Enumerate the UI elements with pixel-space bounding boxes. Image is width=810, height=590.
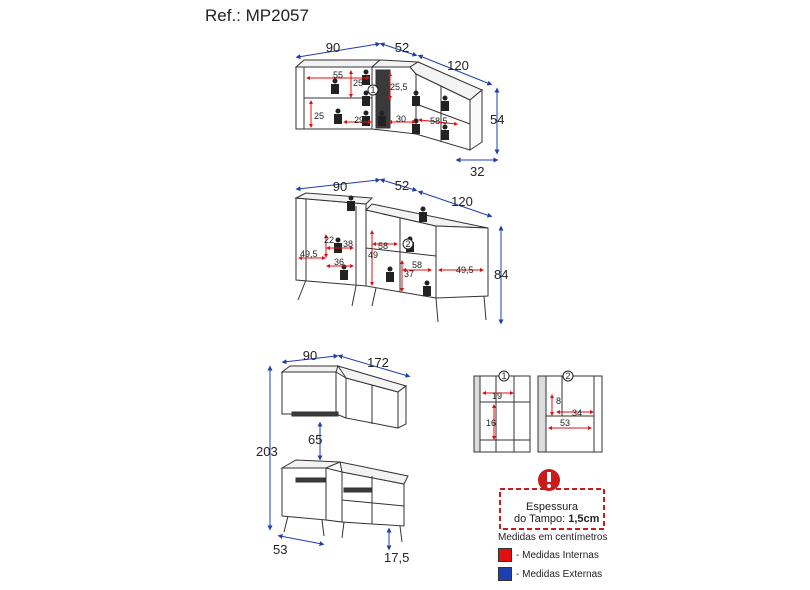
bottom-gap: 65: [308, 432, 322, 447]
legend-internal-label: - Medidas Internas: [516, 549, 599, 561]
red-swatch: [498, 548, 512, 562]
detail-1-dimensions: [482, 391, 514, 440]
top-height: 54: [490, 112, 504, 127]
mid-int-58a: 58: [378, 241, 388, 251]
top-int-30: 30: [396, 114, 406, 124]
top-width-1: 90: [326, 40, 340, 55]
tabletop-thickness-warning: Espessura do Tampo: 1,5cm: [499, 469, 605, 530]
blue-swatch: [498, 567, 512, 581]
bottom-leg-height: 17,5: [384, 550, 409, 565]
mid-int-22: 22: [324, 235, 334, 245]
top-int-25b: 25: [314, 111, 324, 121]
top-int-25-5: 25,5: [390, 82, 408, 92]
external-dimensions-top: [295, 41, 500, 163]
mid-int-58b: 58: [412, 260, 422, 270]
base-cabinets-drawing: [294, 192, 489, 323]
top-width-3: 120: [447, 58, 469, 73]
top-int-29: 29: [354, 115, 364, 125]
measurement-legend: Medidas em centímetros - Medidas Interna…: [498, 532, 608, 586]
mid-int-49-5a: 49,5: [300, 249, 318, 259]
warning-line-2: do Tampo: 1,5cm: [514, 513, 600, 525]
detail-1-drawing: [473, 375, 531, 453]
top-int-58-5: 58,5: [430, 116, 448, 126]
bottom-width-1: 90: [303, 348, 317, 363]
bottom-width-2: 172: [367, 355, 389, 370]
external-dimensions-middle: [295, 177, 504, 325]
mid-height: 84: [494, 267, 508, 282]
mid-width-1: 90: [333, 179, 347, 194]
detail-2-dim-8: 8: [556, 396, 561, 406]
bottom-depth: 53: [273, 542, 287, 557]
mid-width-2: 52: [395, 178, 409, 193]
legend-title: Medidas em centímetros: [498, 532, 608, 543]
callout-2-detail: 2: [562, 370, 574, 382]
full-kitchen-drawing: [280, 365, 409, 543]
svg-text:2: 2: [405, 239, 410, 249]
reference-title: Ref.: MP2057: [205, 6, 309, 25]
legend-external-label: - Medidas Externas: [516, 568, 603, 580]
detail-2-dim-34: 34: [572, 408, 582, 418]
detail-1-dim-16: 16: [486, 418, 496, 428]
bottom-total-height: 203: [256, 444, 278, 459]
mid-int-49: 49: [368, 250, 378, 260]
top-depth: 32: [470, 164, 484, 179]
warning-line-1: Espessura: [526, 501, 579, 513]
weight-load-icons-top: [331, 69, 449, 140]
external-dimensions-bottom: [267, 353, 411, 551]
callout-1-top: 1: [367, 84, 379, 96]
callout-2-middle: 2: [402, 238, 414, 250]
svg-text:1: 1: [501, 371, 506, 381]
mid-int-37: 37: [404, 269, 414, 279]
detail-2-drawing: [537, 375, 603, 453]
mid-int-38: 38: [343, 239, 353, 249]
detail-1-dim-19: 19: [492, 391, 502, 401]
callout-1-detail: 1: [498, 370, 510, 382]
top-width-2: 52: [395, 40, 409, 55]
detail-2-dim-53: 53: [560, 418, 570, 428]
legend-internal: - Medidas Internas: [498, 548, 608, 562]
internal-dimensions-middle: [298, 230, 484, 292]
wall-cabinets-drawing: [294, 59, 483, 151]
warning-frame: [499, 488, 605, 530]
mid-width-3: 120: [451, 194, 473, 209]
mid-int-49-5b: 49,5: [456, 265, 474, 275]
internal-dimensions-top: [306, 70, 458, 128]
mid-int-36: 36: [334, 257, 344, 267]
svg-text:1: 1: [370, 85, 375, 95]
detail-2-dimensions: [548, 394, 594, 430]
top-int-55: 55: [333, 70, 343, 80]
svg-text:2: 2: [565, 371, 570, 381]
top-int-25a: 25: [353, 78, 363, 88]
legend-external: - Medidas Externas: [498, 567, 608, 581]
